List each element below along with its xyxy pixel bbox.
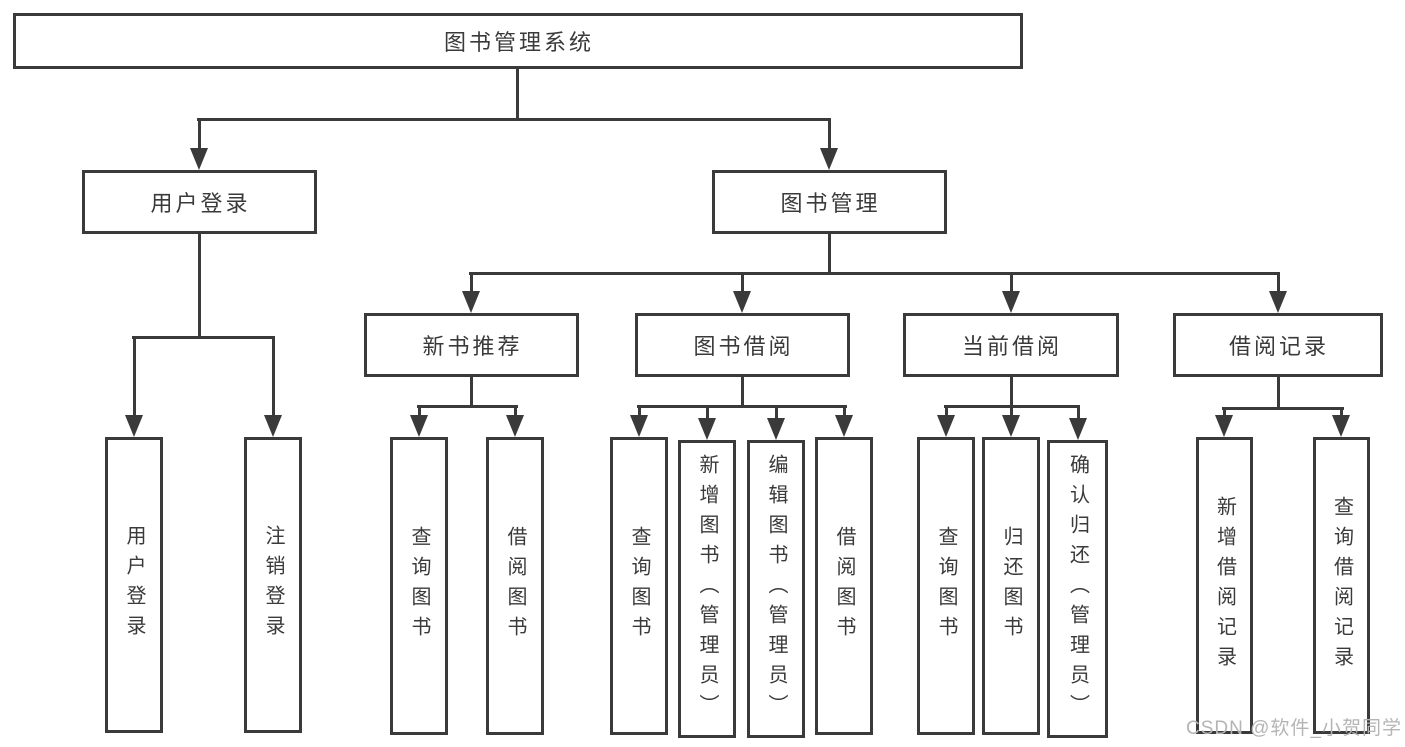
arrowhead-down-icon bbox=[462, 291, 480, 313]
connector-line bbox=[272, 336, 275, 417]
node-current-confirm-return-admin: 确认归还（管理员） bbox=[1047, 440, 1108, 738]
node-user-login-leaf: 用户登录 bbox=[105, 437, 163, 733]
node-current-borrowing: 当前借阅 bbox=[903, 313, 1119, 377]
node-rec-borrow-books: 借阅图书 bbox=[486, 437, 544, 735]
arrowhead-down-icon bbox=[1269, 291, 1287, 313]
node-label: 查询借阅记录 bbox=[1330, 495, 1353, 676]
node-label: 借阅图书 bbox=[504, 526, 526, 646]
arrowhead-down-icon bbox=[698, 418, 716, 440]
arrowhead-down-icon bbox=[630, 415, 648, 437]
connector-line bbox=[1277, 272, 1280, 293]
connector-line bbox=[1223, 407, 1226, 417]
node-borrow-edit-books-admin: 编辑图书（管理员） bbox=[747, 440, 805, 738]
arrowhead-down-icon bbox=[820, 148, 838, 170]
connector-line bbox=[706, 405, 709, 420]
connector-line bbox=[828, 118, 831, 150]
arrowhead-down-icon bbox=[767, 418, 785, 440]
node-new-book-recommend: 新书推荐 bbox=[364, 313, 579, 377]
arrowhead-down-icon bbox=[1215, 415, 1233, 437]
node-label: 注销登录 bbox=[262, 525, 284, 645]
node-label: 新增图书（管理员） bbox=[696, 454, 718, 724]
node-label: 归还图书 bbox=[1000, 526, 1022, 646]
connector-line bbox=[843, 405, 846, 417]
node-logout: 注销登录 bbox=[244, 437, 302, 733]
node-user-login: 用户登录 bbox=[82, 170, 317, 234]
node-label: 借阅图书 bbox=[833, 526, 855, 646]
node-label: 新书推荐 bbox=[422, 334, 523, 359]
node-rec-query-books: 查询图书 bbox=[390, 437, 448, 735]
node-borrow-add-books-admin: 新增图书（管理员） bbox=[678, 440, 736, 738]
arrowhead-down-icon bbox=[190, 148, 208, 170]
node-label: 编辑图书（管理员） bbox=[765, 454, 787, 724]
node-borrow-borrow-books: 借阅图书 bbox=[815, 437, 873, 735]
node-current-return-books: 归还图书 bbox=[982, 437, 1040, 735]
connector-line bbox=[514, 405, 517, 417]
arrowhead-down-icon bbox=[1002, 415, 1020, 437]
connector-line bbox=[1340, 407, 1343, 417]
connector-line bbox=[132, 336, 275, 339]
arrowhead-down-icon bbox=[835, 415, 853, 437]
arrowhead-down-icon bbox=[1069, 418, 1087, 440]
arrowhead-down-icon bbox=[506, 415, 524, 437]
connector-line bbox=[638, 405, 641, 417]
connector-line bbox=[637, 405, 847, 408]
connector-line bbox=[741, 272, 744, 293]
connector-line bbox=[470, 377, 473, 408]
connector-line bbox=[828, 234, 831, 275]
arrowhead-down-icon bbox=[410, 415, 428, 437]
arrowhead-down-icon bbox=[125, 415, 143, 437]
connector-line bbox=[1010, 405, 1013, 417]
node-label: 用户登录 bbox=[123, 525, 145, 645]
node-label: 图书借阅 bbox=[693, 334, 794, 359]
connector-line bbox=[469, 272, 1280, 275]
arrowhead-down-icon bbox=[1332, 415, 1350, 437]
connector-line bbox=[516, 69, 519, 121]
node-current-query-books: 查询图书 bbox=[917, 437, 975, 735]
connector-line bbox=[470, 272, 473, 293]
arrowhead-down-icon bbox=[264, 415, 282, 437]
node-records-query-record: 查询借阅记录 bbox=[1313, 437, 1370, 734]
node-label: 用户登录 bbox=[150, 191, 251, 216]
connector-line bbox=[945, 405, 948, 417]
node-borrow-query-books: 查询图书 bbox=[610, 437, 668, 735]
connector-line bbox=[741, 377, 744, 408]
connector-line bbox=[1222, 407, 1344, 410]
connector-line bbox=[133, 336, 136, 417]
node-label: 借阅记录 bbox=[1228, 334, 1329, 359]
node-label: 查询图书 bbox=[935, 526, 957, 646]
connector-line bbox=[775, 405, 778, 420]
node-label: 图书管理系统 bbox=[443, 30, 594, 55]
node-label: 确认归还（管理员） bbox=[1066, 454, 1089, 724]
node-label: 当前借阅 bbox=[961, 334, 1062, 359]
connector-line bbox=[1010, 272, 1013, 293]
connector-line bbox=[198, 234, 201, 339]
node-label: 查询图书 bbox=[628, 526, 650, 646]
node-book-borrowing: 图书借阅 bbox=[635, 313, 850, 377]
arrowhead-down-icon bbox=[937, 415, 955, 437]
connector-line bbox=[1010, 377, 1013, 408]
node-borrow-records: 借阅记录 bbox=[1173, 313, 1383, 377]
node-label: 图书管理 bbox=[780, 191, 881, 216]
connector-line bbox=[417, 405, 518, 408]
node-records-add-record: 新增借阅记录 bbox=[1196, 437, 1253, 734]
connector-line bbox=[197, 118, 831, 121]
connector-line bbox=[1277, 377, 1280, 410]
node-label: 查询图书 bbox=[408, 526, 430, 646]
node-label: 新增借阅记录 bbox=[1213, 495, 1236, 676]
node-book-management-system: 图书管理系统 bbox=[13, 13, 1023, 69]
arrowhead-down-icon bbox=[733, 291, 751, 313]
connector-line bbox=[1077, 405, 1080, 420]
connector-line bbox=[198, 118, 201, 150]
connector-line bbox=[418, 405, 421, 417]
arrowhead-down-icon bbox=[1002, 291, 1020, 313]
csdn-watermark: CSDN @软件_小贺同学 bbox=[1186, 718, 1402, 739]
node-book-management: 图书管理 bbox=[712, 170, 947, 234]
